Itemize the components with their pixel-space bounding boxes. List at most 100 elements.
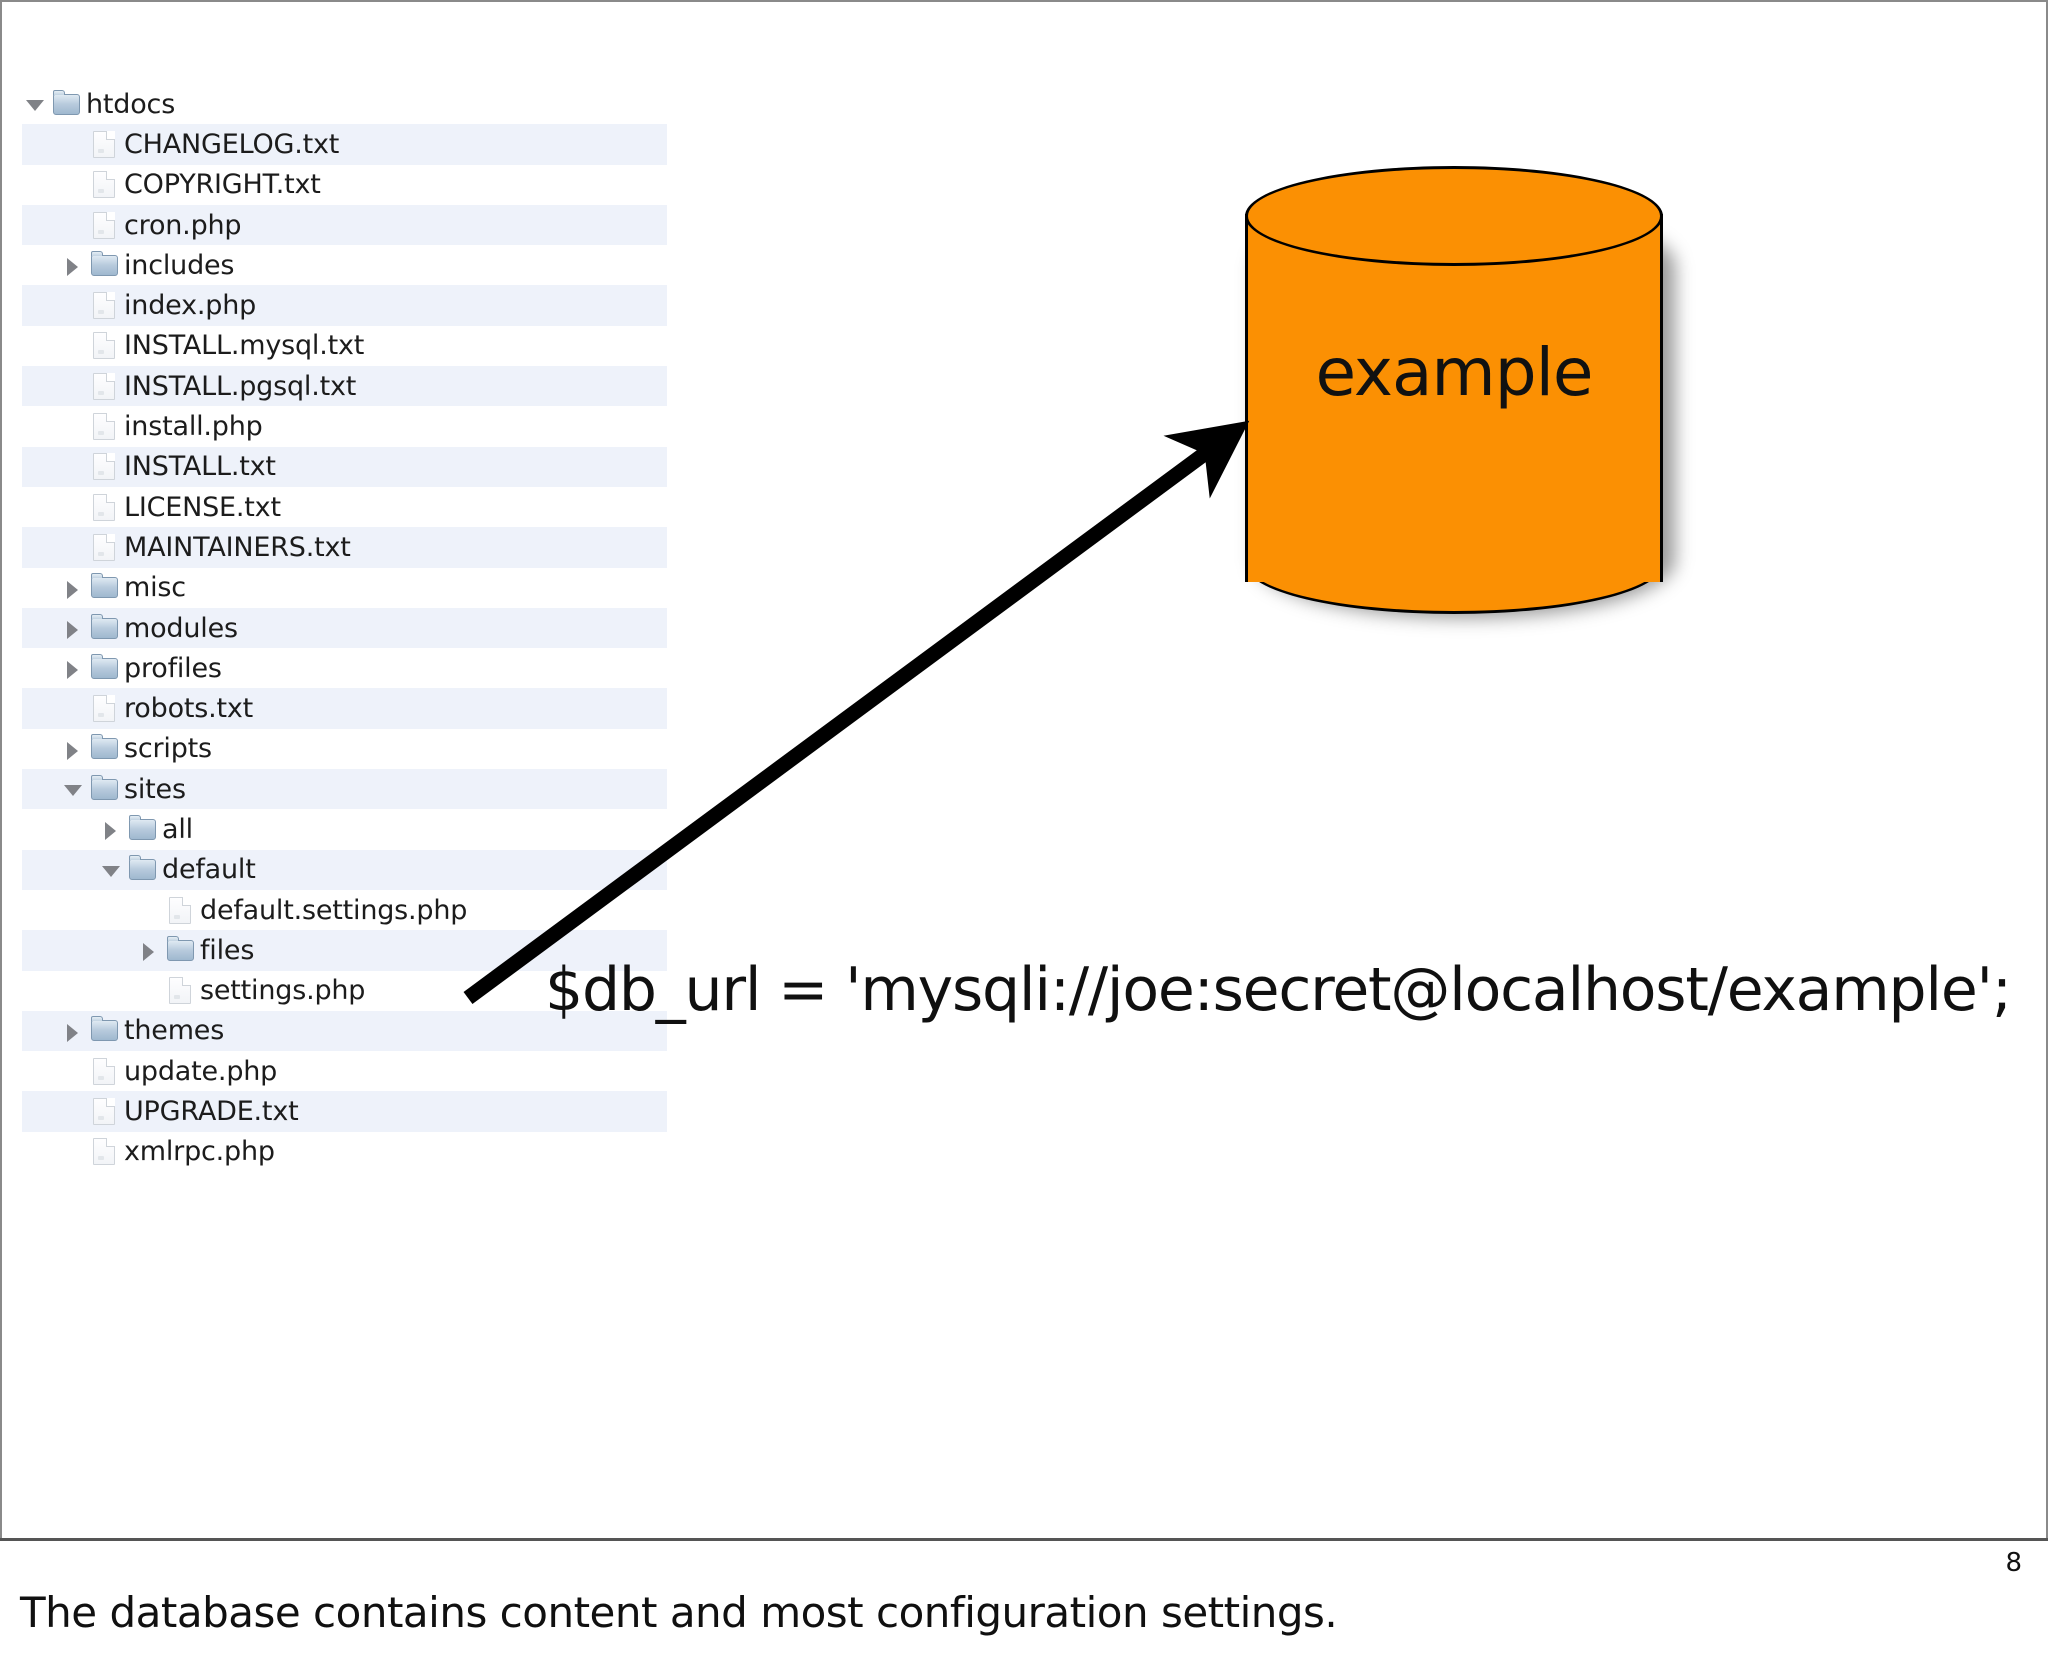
- chevron-right-icon[interactable]: [136, 930, 162, 970]
- slide-border-top: [0, 0, 2048, 2]
- tree-item-label: settings.php: [200, 975, 366, 1007]
- tree-row[interactable]: scripts: [22, 728, 667, 770]
- disclosure-spacer: [60, 1092, 86, 1132]
- folder-icon: [166, 935, 194, 961]
- file-icon: [93, 211, 115, 239]
- tree-row[interactable]: misc: [22, 567, 667, 608]
- disclosure-spacer: [60, 1051, 86, 1091]
- chevron-right-icon[interactable]: [60, 608, 86, 648]
- tree-item-label: cron.php: [124, 209, 242, 241]
- folder-icon: [90, 1016, 118, 1042]
- database-cylinder-icon: example: [1245, 166, 1675, 618]
- tree-item-label: sites: [124, 773, 186, 805]
- tree-row[interactable]: CHANGELOG.txt: [22, 124, 667, 165]
- folder-icon: [128, 814, 156, 840]
- tree-row[interactable]: htdocs: [22, 84, 667, 125]
- chevron-right-icon[interactable]: [60, 568, 86, 608]
- tree-row[interactable]: INSTALL.mysql.txt: [22, 325, 667, 367]
- file-icon: [93, 372, 115, 400]
- disclosure-spacer: [60, 689, 86, 729]
- folder-icon: [90, 774, 118, 800]
- tree-row[interactable]: cron.php: [22, 204, 667, 246]
- tree-icon-wrap: [86, 250, 122, 276]
- file-icon: [93, 292, 115, 320]
- tree-item-label: default: [162, 854, 256, 886]
- tree-item-label: default.settings.php: [200, 894, 468, 926]
- tree-row[interactable]: INSTALL.txt: [22, 446, 667, 487]
- tree-icon-wrap: [86, 292, 122, 320]
- disclosure-spacer: [60, 124, 86, 164]
- tree-item-label: CHANGELOG.txt: [124, 128, 340, 160]
- cylinder-body: [1245, 214, 1663, 582]
- tree-row[interactable]: includes: [22, 245, 667, 286]
- tree-row[interactable]: index.php: [22, 285, 667, 326]
- tree-row[interactable]: COPYRIGHT.txt: [22, 164, 667, 205]
- tree-icon-wrap: [124, 814, 160, 840]
- tree-item-label: themes: [124, 1015, 225, 1047]
- chevron-right-icon[interactable]: [60, 648, 86, 688]
- tree-row[interactable]: MAINTAINERS.txt: [22, 527, 667, 568]
- disclosure-spacer: [60, 366, 86, 406]
- tree-row[interactable]: UPGRADE.txt: [22, 1091, 667, 1132]
- chevron-down-icon[interactable]: [60, 769, 86, 809]
- file-icon: [93, 171, 115, 199]
- tree-icon-wrap: [86, 372, 122, 400]
- tree-icon-wrap: [86, 734, 122, 760]
- tree-item-label: INSTALL.txt: [124, 451, 276, 483]
- file-icon: [93, 1057, 115, 1085]
- slide-border-right: [2046, 0, 2048, 1540]
- tree-item-label: LICENSE.txt: [124, 491, 281, 523]
- disclosure-spacer: [60, 205, 86, 245]
- tree-icon-wrap: [86, 695, 122, 723]
- tree-item-label: UPGRADE.txt: [124, 1096, 299, 1128]
- folder-icon: [90, 734, 118, 760]
- folder-icon: [128, 855, 156, 881]
- tree-item-label: modules: [124, 612, 238, 644]
- tree-row[interactable]: profiles: [22, 648, 667, 689]
- tree-row[interactable]: modules: [22, 607, 667, 649]
- disclosure-spacer: [60, 326, 86, 366]
- disclosure-spacer: [60, 165, 86, 205]
- tree-row[interactable]: default: [22, 849, 667, 890]
- tree-row[interactable]: INSTALL.pgsql.txt: [22, 366, 667, 407]
- tree-icon-wrap: [48, 89, 84, 115]
- folder-icon: [90, 613, 118, 639]
- tree-row[interactable]: update.php: [22, 1051, 667, 1092]
- chevron-down-icon[interactable]: [98, 850, 124, 890]
- tree-row[interactable]: robots.txt: [22, 688, 667, 729]
- disclosure-spacer: [60, 286, 86, 326]
- tree-row[interactable]: install.php: [22, 406, 667, 447]
- file-icon: [93, 413, 115, 441]
- tree-item-label: install.php: [124, 411, 263, 443]
- disclosure-spacer: [60, 407, 86, 447]
- tree-item-label: index.php: [124, 290, 257, 322]
- file-icon: [169, 896, 191, 924]
- tree-row[interactable]: sites: [22, 769, 667, 810]
- file-icon: [93, 453, 115, 481]
- tree-row[interactable]: default.settings.php: [22, 889, 667, 931]
- cylinder-top-ellipse: [1245, 166, 1663, 266]
- chevron-down-icon[interactable]: [22, 84, 48, 124]
- disclosure-spacer: [60, 1132, 86, 1172]
- chevron-right-icon[interactable]: [60, 245, 86, 285]
- tree-icon-wrap: [86, 413, 122, 441]
- chevron-right-icon[interactable]: [98, 809, 124, 849]
- tree-icon-wrap: [86, 774, 122, 800]
- chevron-right-icon[interactable]: [60, 729, 86, 769]
- tree-item-label: htdocs: [86, 88, 176, 120]
- tree-row[interactable]: themes: [22, 1010, 667, 1052]
- tree-row[interactable]: all: [22, 809, 667, 850]
- disclosure-spacer: [60, 487, 86, 527]
- tree-row[interactable]: xmlrpc.php: [22, 1131, 667, 1173]
- folder-icon: [52, 89, 80, 115]
- tree-row[interactable]: LICENSE.txt: [22, 486, 667, 528]
- chevron-right-icon[interactable]: [60, 1011, 86, 1051]
- tree-icon-wrap: [86, 1138, 122, 1166]
- tree-icon-wrap: [86, 1098, 122, 1126]
- folder-icon: [90, 573, 118, 599]
- tree-item-label: INSTALL.pgsql.txt: [124, 370, 357, 402]
- tree-icon-wrap: [86, 453, 122, 481]
- tree-item-label: xmlrpc.php: [124, 1136, 275, 1168]
- database-label: example: [1315, 334, 1593, 411]
